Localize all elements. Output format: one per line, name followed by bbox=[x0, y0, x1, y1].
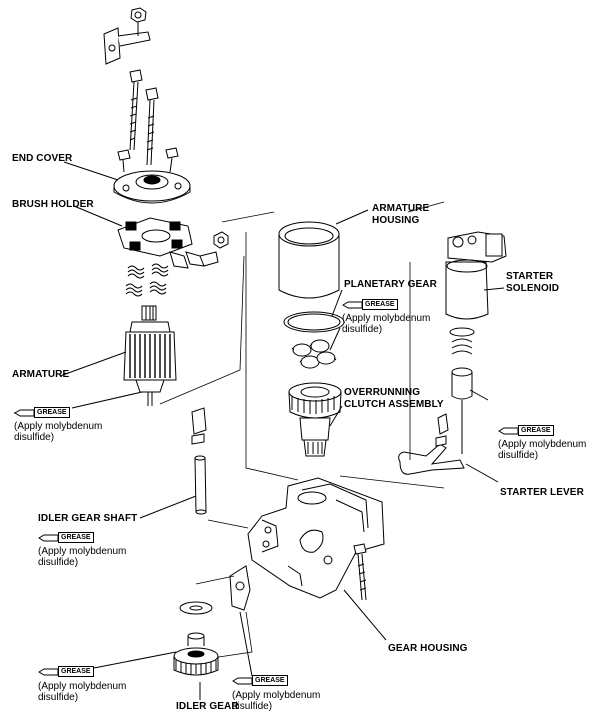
grease-tube-icon bbox=[232, 677, 253, 685]
grease-tube-icon bbox=[38, 534, 59, 542]
grease-note-planetary-2: disulfide) bbox=[342, 324, 383, 335]
grease-tag-idler-right: GREASE bbox=[232, 674, 294, 688]
planetary-gears bbox=[291, 339, 337, 369]
grease-note-shaft-2: disulfide) bbox=[38, 557, 79, 568]
brush-springs bbox=[125, 263, 169, 297]
grease-tag-shaft: GREASE bbox=[38, 531, 100, 545]
grease-tube-icon bbox=[38, 668, 59, 676]
grease-tag-idler-left: GREASE bbox=[38, 665, 100, 679]
plunger bbox=[451, 367, 473, 454]
end-cover bbox=[113, 170, 191, 204]
grease-label: GREASE bbox=[34, 407, 70, 418]
grease-label: GREASE bbox=[252, 675, 288, 686]
top-nut bbox=[130, 7, 147, 23]
grease-note-lever-2: disulfide) bbox=[498, 450, 539, 461]
grease-note-lever-1: (Apply molybdenum bbox=[498, 439, 587, 450]
label-starter-solenoid-2: SOLENOID bbox=[506, 283, 560, 294]
grease-note-shaft-1: (Apply molybdenum bbox=[38, 546, 127, 557]
grease-note-armature-1: (Apply molybdenum bbox=[14, 421, 103, 432]
label-idler-gear: IDLER GEAR bbox=[176, 701, 239, 712]
grease-label: GREASE bbox=[58, 666, 94, 677]
starter-solenoid bbox=[445, 231, 507, 320]
idler-washer bbox=[179, 601, 213, 615]
grease-note-idler-right-2: disulfide) bbox=[232, 701, 273, 712]
mounting-bracket bbox=[103, 22, 151, 65]
label-brush-holder: BRUSH HOLDER bbox=[12, 199, 94, 210]
through-bolt-1 bbox=[129, 69, 143, 151]
armature-housing bbox=[278, 221, 340, 299]
gear-housing bbox=[247, 477, 385, 599]
idler-shaft-retainer bbox=[191, 407, 207, 445]
grease-tag-planetary: GREASE bbox=[342, 298, 404, 312]
brush-holder-nut bbox=[213, 231, 229, 249]
label-armature-housing-2: HOUSING bbox=[372, 215, 420, 226]
grease-note-planetary-1: (Apply molybdenum bbox=[342, 313, 431, 324]
idler-bearing-cap bbox=[229, 565, 251, 611]
grease-tube-icon bbox=[14, 409, 35, 417]
label-overrunning-1: OVERRUNNING bbox=[344, 387, 421, 398]
grease-label: GREASE bbox=[362, 299, 398, 310]
idler-gear-shaft bbox=[194, 455, 207, 515]
grease-note-idler-left-1: (Apply molybdenum bbox=[38, 681, 127, 692]
end-cover-screws bbox=[117, 147, 179, 173]
label-overrunning-2: CLUTCH ASSEMBLY bbox=[344, 399, 444, 410]
grease-tag-lever: GREASE bbox=[498, 424, 560, 438]
overrunning-clutch bbox=[288, 382, 342, 457]
grease-label: GREASE bbox=[518, 425, 554, 436]
label-planetary-gear: PLANETARY GEAR bbox=[344, 279, 437, 290]
grease-tube-icon bbox=[498, 427, 519, 435]
armature bbox=[123, 305, 177, 406]
starter-lever bbox=[398, 413, 465, 475]
housing-bolt bbox=[353, 543, 367, 601]
grease-tube-icon bbox=[342, 301, 363, 309]
gasket-ring bbox=[283, 311, 345, 333]
label-armature-housing-1: ARMATURE bbox=[372, 203, 430, 214]
grease-note-armature-2: disulfide) bbox=[14, 432, 55, 443]
grease-note-idler-left-2: disulfide) bbox=[38, 692, 79, 703]
label-starter-lever: STARTER LEVER bbox=[500, 487, 584, 498]
label-armature: ARMATURE bbox=[12, 369, 70, 380]
label-starter-solenoid-1: STARTER bbox=[506, 271, 554, 282]
brush-holder bbox=[117, 217, 219, 269]
through-bolt-2 bbox=[145, 87, 159, 166]
grease-label: GREASE bbox=[58, 532, 94, 543]
label-idler-gear-shaft: IDLER GEAR SHAFT bbox=[38, 513, 138, 524]
grease-tag-armature: GREASE bbox=[14, 406, 76, 420]
idler-gear bbox=[173, 632, 219, 676]
grease-note-idler-right-1: (Apply molybdenum bbox=[232, 690, 321, 701]
solenoid-spring bbox=[449, 327, 475, 355]
label-end-cover: END COVER bbox=[12, 153, 73, 164]
label-gear-housing: GEAR HOUSING bbox=[388, 643, 468, 654]
